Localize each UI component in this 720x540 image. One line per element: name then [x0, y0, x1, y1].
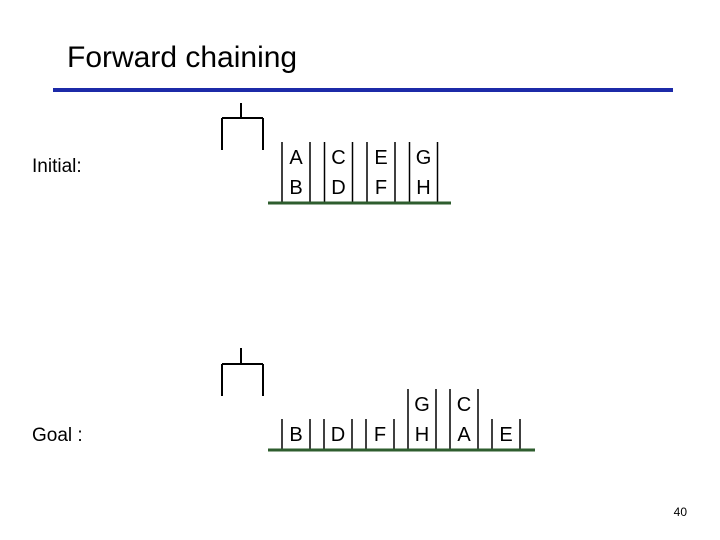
block-h: H	[408, 172, 439, 202]
block-a: A	[449, 419, 479, 449]
block-label: D	[331, 424, 345, 446]
block-c: C	[323, 142, 354, 172]
block-label: E	[374, 147, 387, 169]
block-b: B	[281, 419, 311, 449]
block-d: D	[323, 172, 354, 202]
block-d: D	[323, 419, 353, 449]
slide-title: Forward chaining	[67, 41, 298, 74]
block-label: F	[374, 424, 386, 446]
block-g: G	[407, 389, 437, 419]
block-label: B	[289, 177, 302, 199]
title-rule	[53, 88, 673, 92]
block-e: E	[491, 419, 521, 449]
block-h: H	[407, 419, 437, 449]
block-b: B	[281, 172, 311, 202]
block-label: D	[331, 177, 345, 199]
goal-label: Goal :	[32, 425, 83, 446]
gripper-icon-goal	[221, 348, 264, 396]
block-label: G	[414, 394, 430, 416]
block-label: H	[416, 177, 430, 199]
initial-label: Initial:	[32, 156, 82, 177]
block-label: A	[457, 424, 471, 446]
block-label: B	[289, 424, 302, 446]
block-e: E	[366, 142, 396, 172]
block-a: A	[281, 142, 311, 172]
block-f: F	[365, 419, 395, 449]
page-number: 40	[673, 505, 687, 519]
initial-stacks: BA DC FE HG	[281, 142, 439, 202]
block-label: C	[457, 394, 471, 416]
block-label: E	[499, 424, 512, 446]
block-label: A	[289, 147, 303, 169]
goal-stacks: B D F HG AC E	[281, 389, 521, 449]
block-label: H	[415, 424, 429, 446]
block-label: F	[375, 177, 387, 199]
block-f: F	[366, 172, 396, 202]
block-label: C	[331, 147, 345, 169]
block-g: G	[408, 142, 439, 172]
block-c: C	[449, 389, 479, 419]
gripper-icon-initial	[221, 103, 264, 150]
block-label: G	[416, 147, 432, 169]
